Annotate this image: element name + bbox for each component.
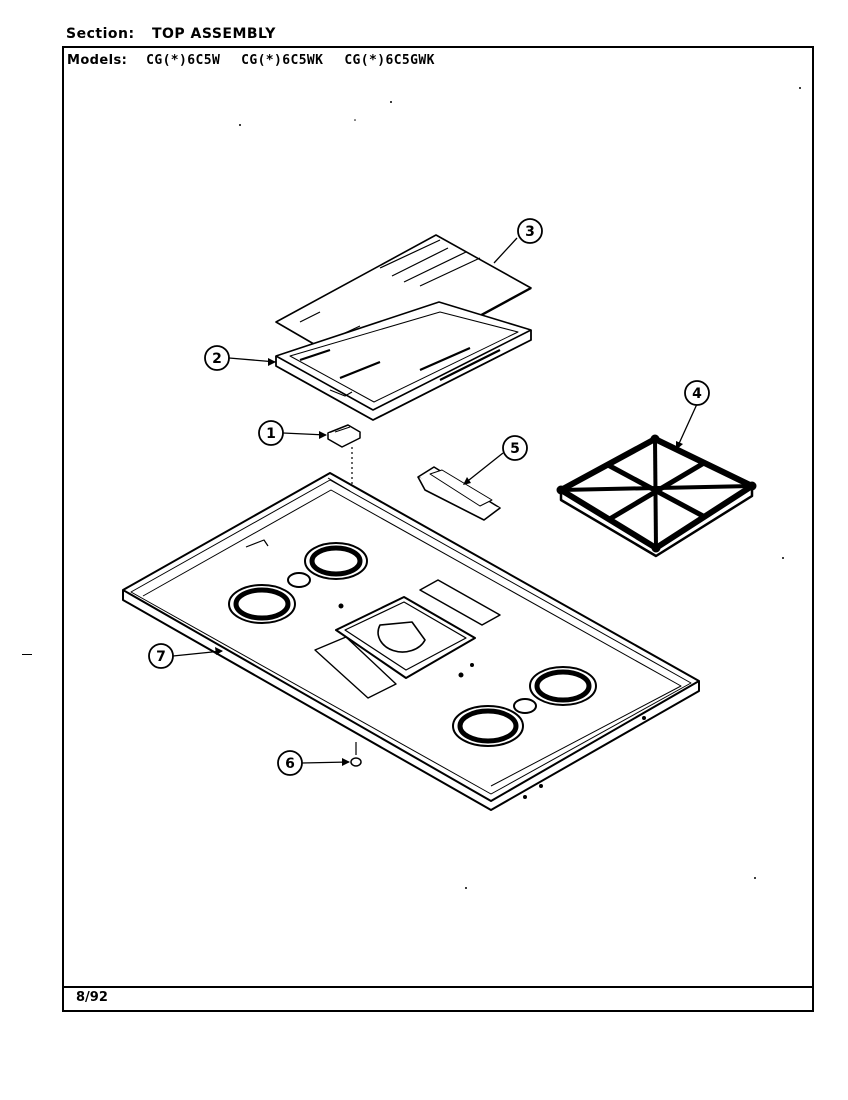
part-5-tray <box>417 466 501 521</box>
callout-6-label: 6 <box>285 756 295 772</box>
part-1-clip <box>327 424 361 448</box>
model-1: CG(*)6C5W <box>146 53 221 68</box>
footer-date: 8/92 <box>76 990 108 1005</box>
scan-specks <box>239 87 801 889</box>
callout-5: 5 <box>463 435 528 485</box>
callout-6: 6 <box>277 750 350 776</box>
callout-7-label: 7 <box>156 649 166 665</box>
callout-2-label: 2 <box>212 351 222 367</box>
model-2: CG(*)6C5WK <box>241 53 324 68</box>
callout-5-label: 5 <box>510 441 520 457</box>
part-7-cooktop <box>122 472 700 811</box>
callout-3-label: 3 <box>525 224 535 240</box>
callout-3: 3 <box>493 218 543 264</box>
part-2-frame <box>275 301 532 421</box>
callout-1: 1 <box>258 420 327 446</box>
section-label: Section: <box>66 26 135 42</box>
callout-2: 2 <box>204 345 277 371</box>
models-label: Models: <box>67 53 128 68</box>
model-3: CG(*)6C5GWK <box>344 53 435 68</box>
part-6-screw <box>350 742 362 767</box>
footer-bar: 8/92 <box>64 986 812 1010</box>
section-title: TOP ASSEMBLY <box>151 26 276 42</box>
part-4-grate <box>556 434 757 558</box>
callout-4-label: 4 <box>692 386 702 402</box>
margin-mark <box>22 654 32 655</box>
callout-4: 4 <box>676 380 710 450</box>
section-heading: Section: TOP ASSEMBLY <box>66 26 276 42</box>
callout-7: 7 <box>148 643 223 669</box>
callout-1-label: 1 <box>266 426 276 442</box>
diagram-frame: Models: CG(*)6C5W CG(*)6C5WK CG(*)6C5GWK… <box>62 46 814 1012</box>
models-row: Models: CG(*)6C5W CG(*)6C5WK CG(*)6C5GWK <box>67 53 451 68</box>
